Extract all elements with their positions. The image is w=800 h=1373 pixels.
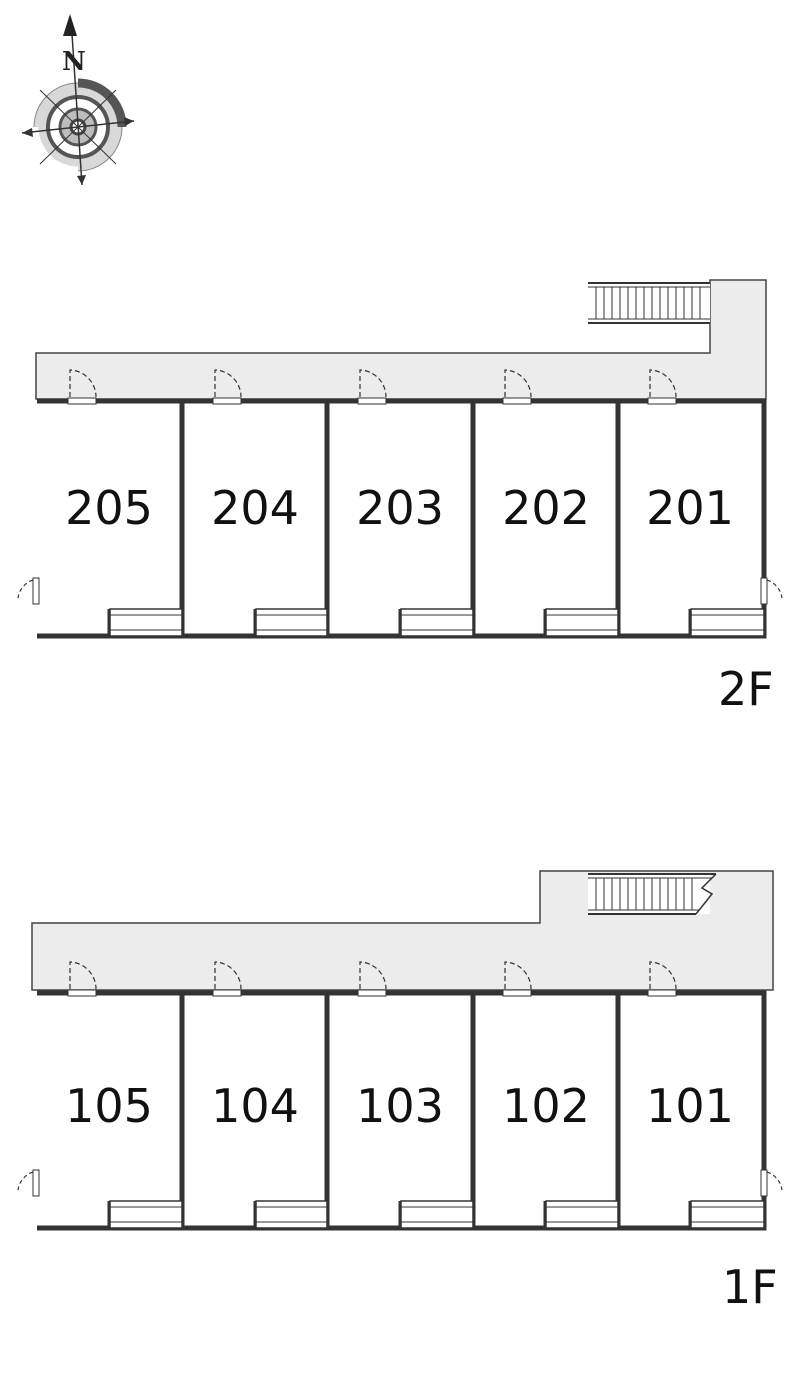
unit-label: 103 (356, 1079, 444, 1133)
floor-label-2f: 2F (718, 662, 774, 716)
unit-label: 102 (502, 1079, 590, 1133)
side-door-east-1f (760, 1169, 783, 1197)
compass-north-label: N (62, 47, 86, 77)
unit-label: 104 (211, 1079, 299, 1133)
unit-101: 101 (620, 961, 767, 1231)
unit-204: 204 (184, 369, 330, 639)
unit-203: 203 (329, 369, 476, 639)
unit-label: 201 (646, 481, 734, 535)
unit-label: 101 (646, 1079, 734, 1133)
unit-104: 104 (184, 961, 330, 1231)
unit-label: 204 (211, 481, 299, 535)
unit-105: 105 (37, 961, 185, 1231)
side-door-west-1f (17, 1169, 40, 1197)
unit-label: 203 (356, 481, 444, 535)
compass-icon: N (21, 14, 135, 186)
corridor-1f (31, 870, 774, 991)
unit-202: 202 (475, 369, 621, 639)
unit-102: 102 (475, 961, 621, 1231)
floor-label-1f: 1F (722, 1260, 778, 1314)
unit-label: 205 (65, 481, 153, 535)
stairs-1f (588, 873, 717, 915)
corridor-2f (35, 279, 767, 400)
floor-1f: 105 104 103 102 (17, 870, 783, 1314)
unit-103: 103 (329, 961, 476, 1231)
unit-label: 105 (65, 1079, 153, 1133)
floor-2f: 205 204 203 202 (17, 279, 783, 716)
stairs-2f (588, 282, 710, 324)
unit-201: 201 (620, 369, 767, 639)
side-door-east-2f (760, 577, 783, 605)
unit-205: 205 (37, 369, 185, 639)
side-door-west-2f (17, 577, 40, 605)
unit-label: 202 (502, 481, 590, 535)
